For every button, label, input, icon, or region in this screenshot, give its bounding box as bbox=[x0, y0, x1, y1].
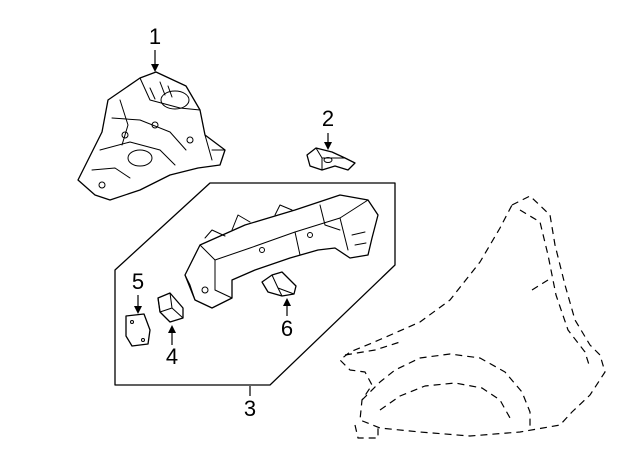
callout-3: 3 bbox=[244, 386, 256, 421]
callout-label-3: 3 bbox=[244, 396, 256, 421]
callout-label-6: 6 bbox=[281, 316, 293, 341]
callout-label-2: 2 bbox=[322, 106, 334, 131]
callout-6: 6 bbox=[281, 298, 293, 341]
small-bracket-icon[interactable] bbox=[306, 147, 356, 171]
rail-bracket-icon[interactable] bbox=[157, 292, 184, 323]
wheelhouse-apron-icon[interactable] bbox=[77, 71, 226, 201]
callout-5: 5 bbox=[132, 269, 144, 314]
callout-label-4: 4 bbox=[166, 344, 178, 369]
cover-plate-icon[interactable] bbox=[125, 313, 151, 347]
callout-4: 4 bbox=[166, 325, 178, 369]
fender-dashed-outline-icon bbox=[339, 195, 606, 439]
callout-1: 1 bbox=[149, 24, 161, 72]
callout-2: 2 bbox=[322, 106, 334, 150]
callout-label-1: 1 bbox=[149, 24, 161, 49]
support-bracket-icon[interactable] bbox=[261, 271, 297, 297]
frame-rail-assembly-icon[interactable] bbox=[184, 194, 379, 309]
callout-label-5: 5 bbox=[132, 269, 144, 294]
